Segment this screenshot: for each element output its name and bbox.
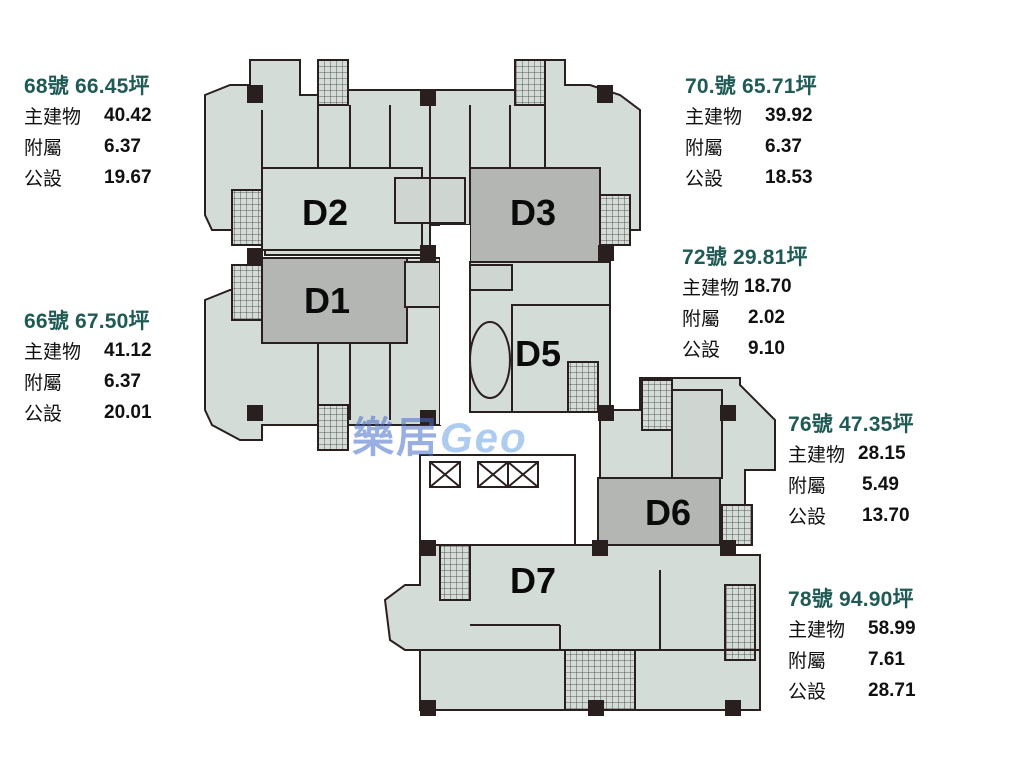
main-building-label: 主建物: [24, 106, 82, 128]
main-building-value: 58.99: [868, 617, 916, 639]
info-block-68: 68號 66.45坪 主建物 40.42 附屬 6.37 公設 19.67: [24, 70, 152, 193]
common-value: 13.70: [862, 504, 910, 526]
unit-label-d5: D5: [515, 333, 562, 374]
info-title: 78號 94.90坪: [788, 588, 914, 611]
unit-label-d3: D3: [510, 192, 557, 233]
info-title: 70.號 65.71坪: [685, 75, 817, 98]
info-block-78: 78號 94.90坪 主建物 58.99 附屬 7.61 公設 28.71: [788, 583, 916, 706]
annex-value: 6.37: [765, 135, 802, 157]
unit-d2-area: [204, 59, 431, 256]
annex-label: 附屬: [24, 372, 63, 394]
annex-value: 2.02: [748, 306, 785, 328]
common-label: 公設: [682, 339, 721, 361]
main-building-value: 18.70: [744, 275, 792, 297]
watermark-latin: Geo: [440, 414, 528, 461]
common-label: 公設: [788, 506, 827, 528]
info-block-76: 76號 47.35坪 主建物 28.15 附屬 5.49 公設 13.70: [788, 408, 914, 531]
main-building-label: 主建物: [788, 444, 846, 466]
common-value: 9.10: [748, 337, 785, 359]
common-label: 公設: [685, 168, 724, 190]
info-title: 76號 47.35坪: [788, 413, 914, 436]
unit-label-d1: D1: [304, 280, 351, 321]
info-title: 68號 66.45坪: [24, 75, 150, 98]
common-label: 公設: [24, 403, 63, 425]
common-value: 28.71: [868, 679, 916, 701]
annex-label: 附屬: [788, 475, 827, 497]
unit-label-d2: D2: [302, 192, 349, 233]
watermark-cn: 樂居: [352, 414, 441, 461]
unit-d1-area: [204, 257, 441, 451]
common-value: 18.53: [765, 166, 813, 188]
unit-d7-area: [383, 544, 761, 711]
annex-value: 7.61: [868, 648, 905, 670]
main-building-label: 主建物: [788, 619, 846, 641]
annex-label: 附屬: [24, 137, 63, 159]
main-building-value: 39.92: [765, 104, 813, 126]
info-title: 66號 67.50坪: [24, 310, 150, 333]
annex-value: 6.37: [104, 370, 141, 392]
main-building-value: 28.15: [858, 442, 906, 464]
annex-value: 5.49: [862, 473, 899, 495]
unit-d3-area: [429, 59, 641, 263]
main-building-value: 41.12: [104, 339, 152, 361]
common-value: 19.67: [104, 166, 152, 188]
info-block-70: 70.號 65.71坪 主建物 39.92 附屬 6.37 公設 18.53: [685, 70, 817, 193]
main-building-label: 主建物: [685, 106, 743, 128]
unit-d5-area: [469, 261, 611, 413]
annex-label: 附屬: [682, 308, 721, 330]
structural-columns: [247, 85, 741, 716]
main-building-label: 主建物: [24, 341, 82, 363]
annex-label: 附屬: [685, 137, 724, 159]
common-value: 20.01: [104, 401, 152, 423]
common-label: 公設: [788, 681, 827, 703]
annex-value: 6.37: [104, 135, 141, 157]
main-building-value: 40.42: [104, 104, 152, 126]
watermark-logo: 樂居Geo: [352, 404, 528, 465]
unit-label-d6: D6: [645, 492, 692, 533]
core-area: [419, 454, 576, 546]
common-label: 公設: [24, 168, 63, 190]
annex-label: 附屬: [788, 650, 827, 672]
info-title: 72號 29.81坪: [682, 246, 808, 269]
main-building-label: 主建物: [682, 277, 740, 299]
info-block-66: 66號 67.50坪 主建物 41.12 附屬 6.37 公設 20.01: [24, 305, 152, 428]
unit-label-d7: D7: [510, 560, 557, 601]
